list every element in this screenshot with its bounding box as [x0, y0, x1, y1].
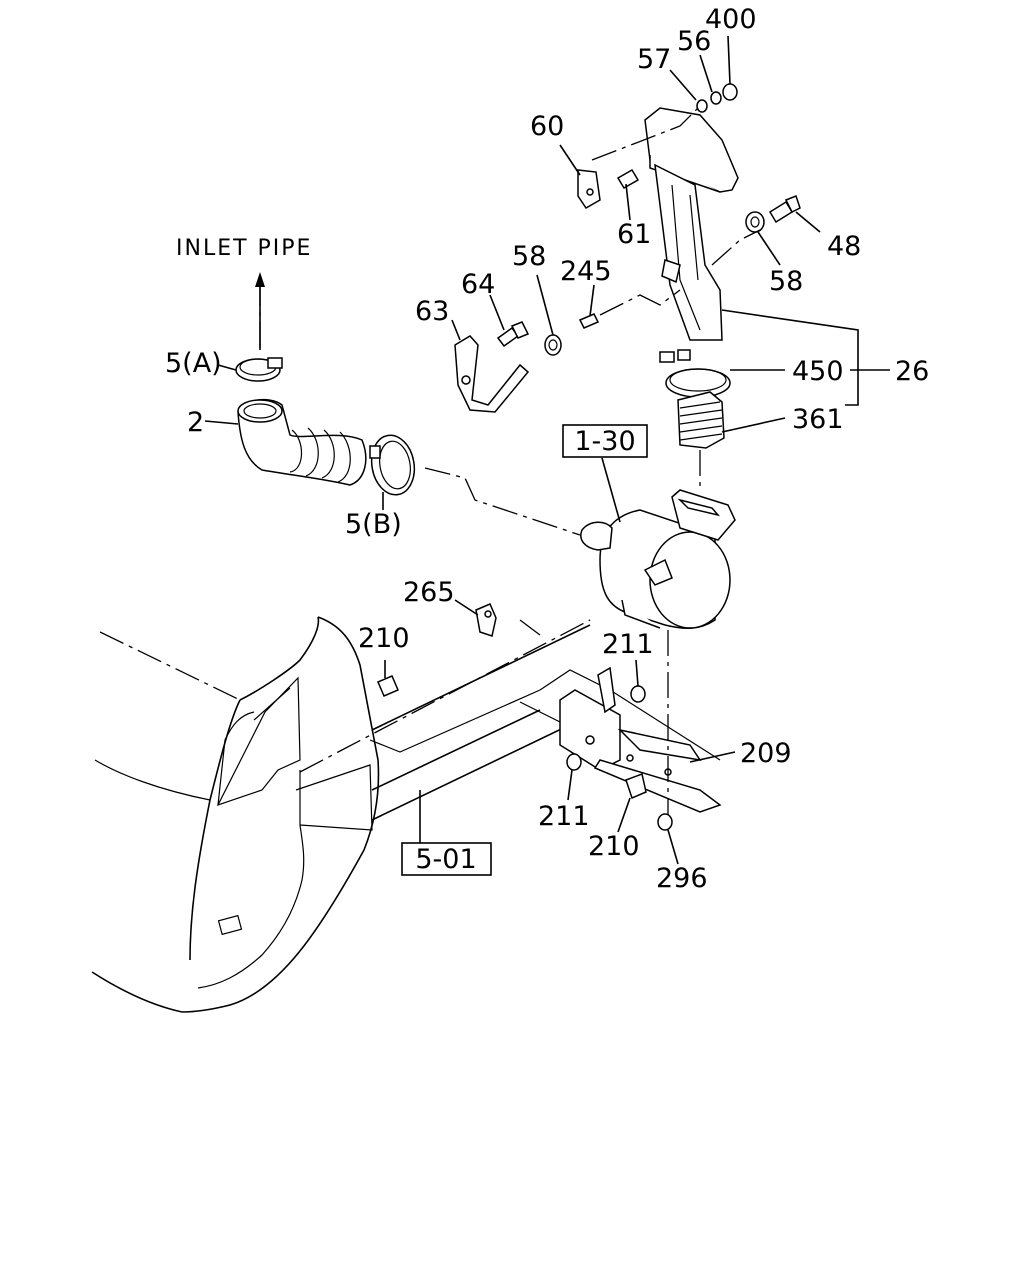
callout-48: 48 [827, 231, 861, 262]
callout-450: 450 [792, 356, 844, 387]
spacer-58 [544, 334, 562, 356]
callout-58-right: 58 [769, 266, 803, 297]
leader-lines [204, 35, 890, 865]
inlet-arrow [255, 272, 265, 350]
washer-56 [710, 91, 722, 105]
callout-58-left: 58 [512, 241, 546, 272]
callout-361: 361 [792, 404, 844, 435]
spacer-58b [745, 211, 765, 233]
callout-57: 57 [637, 44, 671, 75]
ref-1-30-label: 1-30 [574, 426, 635, 457]
callout-56: 56 [677, 26, 711, 57]
bracket-60 [577, 169, 601, 209]
inlet-pipe-label: INLET PIPE [176, 236, 312, 261]
ref-box-5-01: 5-01 [401, 842, 492, 876]
washer-57 [696, 99, 708, 113]
callout-296: 296 [656, 863, 708, 894]
ref-box-1-30: 1-30 [562, 424, 648, 458]
callout-245: 245 [560, 256, 612, 287]
air-cleaner [580, 489, 736, 630]
bracket-209 [559, 666, 722, 813]
clamp-5b [369, 434, 416, 496]
nut-296 [657, 813, 673, 831]
nut-400 [722, 83, 738, 101]
callout-400: 400 [705, 4, 757, 35]
callout-2: 2 [187, 407, 204, 438]
cab-outline [91, 616, 380, 1013]
ref-5-01-label: 5-01 [415, 844, 476, 875]
nut-211b [566, 753, 582, 771]
callout-210-bottom: 210 [588, 831, 640, 862]
intake-stack [644, 107, 739, 341]
pin-245 [578, 313, 600, 329]
bolt-210a [377, 675, 399, 697]
callout-211-bottom: 211 [538, 801, 590, 832]
bracket-63 [454, 335, 530, 413]
bolt-61 [616, 168, 640, 190]
clamp-450 [659, 349, 731, 398]
callout-5b: 5(B) [345, 509, 402, 540]
callout-61: 61 [617, 219, 651, 250]
callout-64: 64 [461, 269, 495, 300]
nut-211a [630, 685, 646, 703]
callout-63: 63 [415, 296, 449, 327]
frame-rails [299, 619, 721, 821]
callout-209: 209 [740, 738, 792, 769]
callout-211-top: 211 [602, 629, 654, 660]
bolt-210b [625, 772, 647, 800]
bolt-64 [496, 321, 530, 348]
hose-2 [237, 398, 367, 486]
callout-5a: 5(A) [165, 348, 222, 379]
callout-210-top: 210 [358, 623, 410, 654]
element-361 [677, 391, 725, 449]
callout-60: 60 [530, 111, 564, 142]
callout-26: 26 [895, 356, 929, 387]
bolt-48 [768, 195, 801, 224]
bracket-265 [475, 603, 497, 637]
clamp-5a [235, 357, 283, 382]
callout-265: 265 [403, 577, 455, 608]
